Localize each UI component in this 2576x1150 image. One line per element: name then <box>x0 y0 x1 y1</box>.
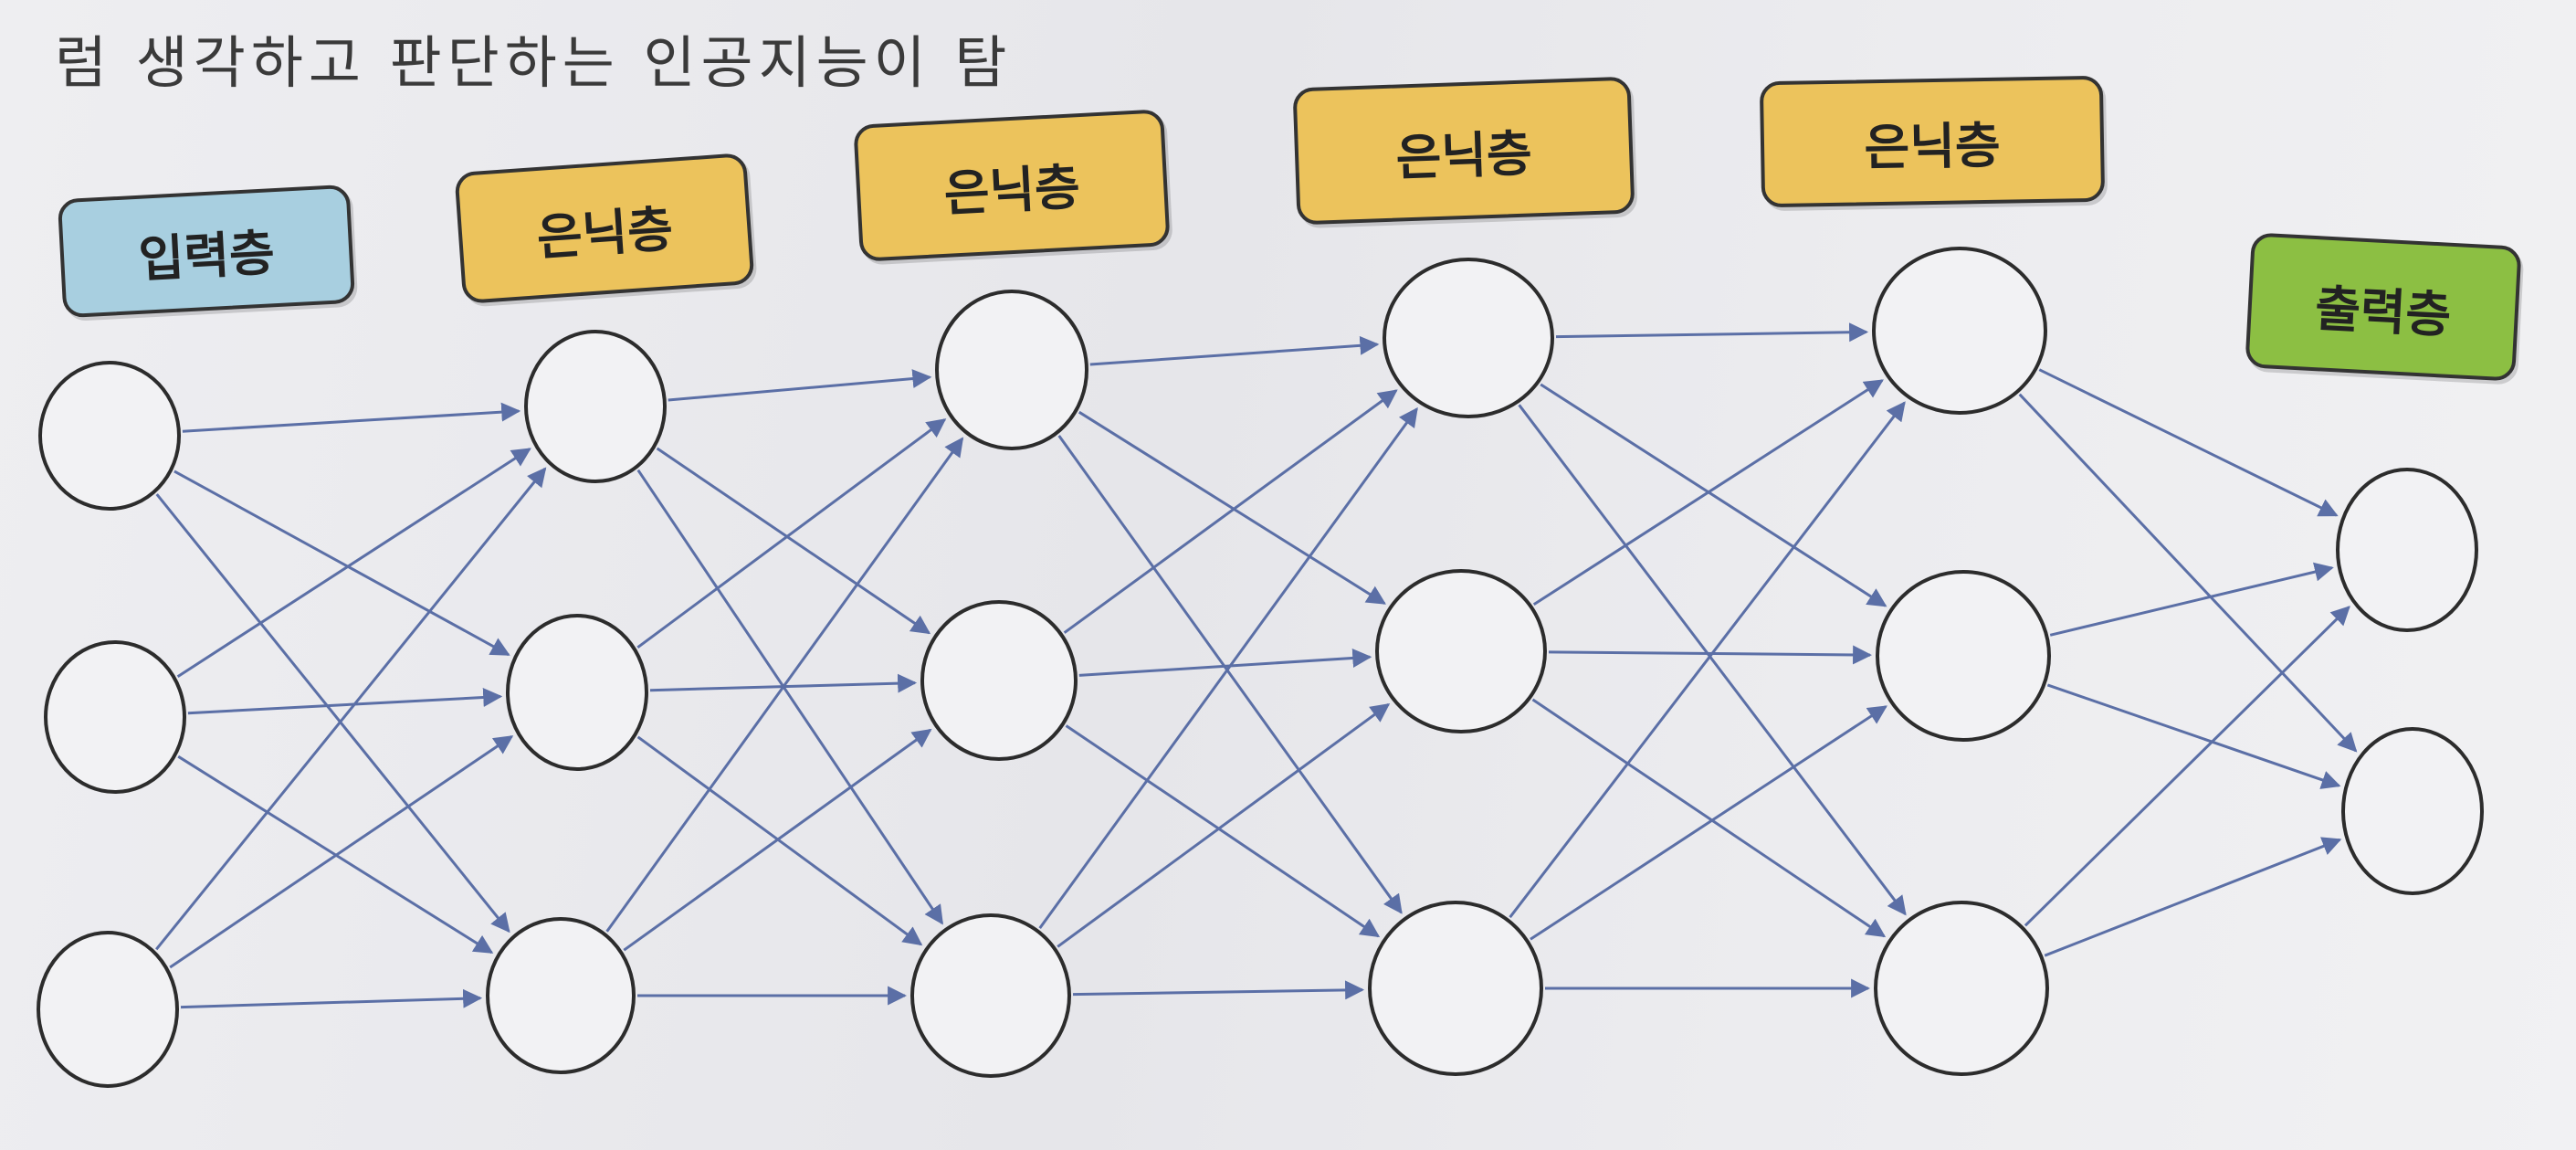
connection-arrow <box>1509 401 1906 919</box>
hidden-2-node-3 <box>910 913 1071 1078</box>
connection-arrow <box>180 988 483 1009</box>
connection-arrow <box>636 469 944 925</box>
output-node-1 <box>2336 468 2478 632</box>
hidden-1-node-2 <box>506 614 648 771</box>
connection-arrow <box>1072 980 1365 1000</box>
connection-arrow <box>1038 406 1418 929</box>
hidden-4-node-3 <box>1874 901 2049 1076</box>
input-node-3 <box>37 931 179 1088</box>
connection-arrow <box>1530 705 1887 941</box>
connection-arrow <box>636 735 923 946</box>
connection-arrow <box>176 448 531 678</box>
nodes-group <box>37 247 2484 1088</box>
hidden-4-node-1 <box>1872 247 2047 415</box>
hidden-2-node-2 <box>920 600 1078 761</box>
connection-arrow <box>1555 322 1869 343</box>
connections-group <box>155 322 2358 1009</box>
connection-arrow <box>2024 606 2350 927</box>
connection-arrow <box>1078 410 1386 605</box>
input-node-2 <box>44 640 186 794</box>
hidden-4-node-2 <box>1876 570 2051 742</box>
connection-arrow <box>1540 383 1887 607</box>
hidden-3-node-1 <box>1383 258 1554 418</box>
connection-arrow <box>1532 379 1884 607</box>
input-node-1 <box>38 361 181 511</box>
connection-arrow <box>1548 645 1873 665</box>
connection-arrow <box>656 447 931 635</box>
connection-arrow <box>1531 698 1887 938</box>
connection-arrow <box>605 437 964 933</box>
connection-arrow <box>2046 683 2341 789</box>
connection-arrow <box>187 688 503 715</box>
connection-arrow <box>1065 724 1381 938</box>
connection-arrow <box>1078 649 1372 677</box>
hidden-1-node-1 <box>524 330 667 483</box>
connection-arrow <box>668 369 932 402</box>
connection-arrow <box>1518 404 1907 916</box>
connection-arrow <box>1089 335 1380 366</box>
connection-arrow <box>2038 368 2339 517</box>
connection-arrow <box>173 469 510 657</box>
connection-arrow <box>2049 562 2334 637</box>
connection-arrow <box>1057 702 1391 948</box>
connection-arrow <box>182 402 521 433</box>
hidden-1-node-3 <box>486 917 636 1074</box>
connection-arrow <box>623 728 932 952</box>
output-node-2 <box>2341 727 2484 895</box>
hidden-3-node-3 <box>1368 901 1543 1076</box>
hidden-3-node-2 <box>1375 569 1547 733</box>
hidden-2-node-1 <box>935 290 1088 450</box>
connection-arrow <box>636 418 947 649</box>
connection-arrow <box>155 467 547 951</box>
connection-arrow <box>2044 837 2342 957</box>
connection-arrow <box>1063 389 1398 634</box>
connection-arrow <box>2018 393 2358 753</box>
connection-arrow <box>169 735 514 969</box>
caption-text: 럼 생각하고 판단하는 인공지능이 탐 <box>55 29 1013 96</box>
connection-arrow <box>1057 435 1403 914</box>
connection-arrow <box>155 493 510 934</box>
